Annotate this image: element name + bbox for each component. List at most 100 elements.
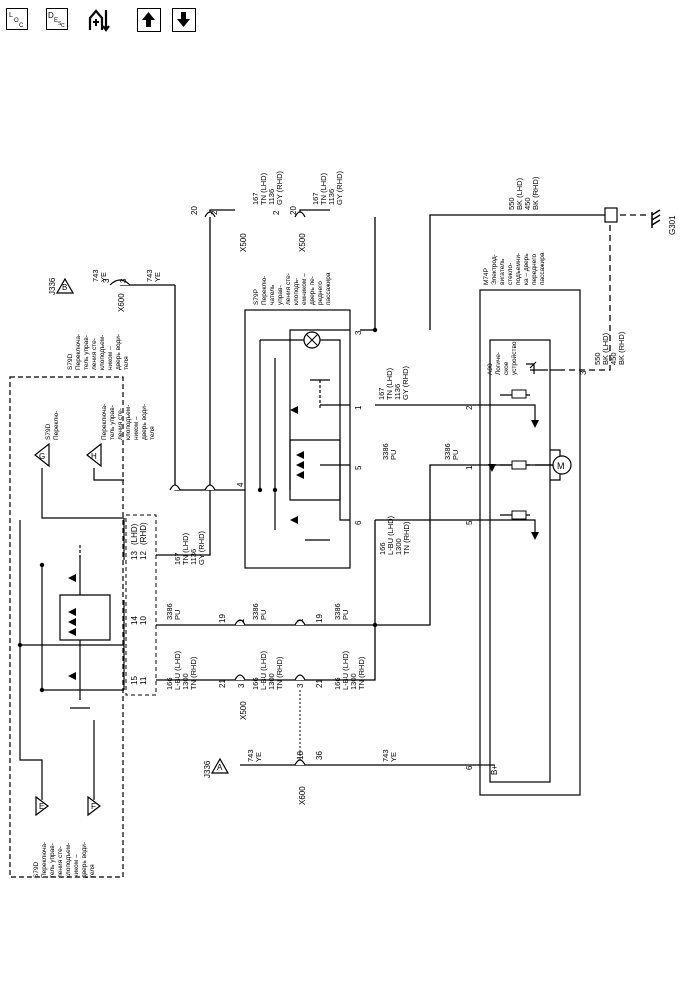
m74p-line: стекло-: [507, 263, 514, 285]
wire-lbu-lhd: L-BU (LHD): [259, 650, 268, 690]
splice-a: A J336: [203, 757, 230, 778]
s79d-bottom-line: Переключа-: [41, 842, 48, 878]
s79d-bottom-line: ления сте-: [57, 846, 64, 878]
arrow-up-button[interactable]: [137, 8, 161, 32]
wire-166: 166: [165, 677, 174, 690]
s79d-h-label: Переключа- тель управ- ления сте- клопод…: [101, 404, 156, 440]
pin-g-label: G: [39, 452, 45, 461]
pin-g: G: [34, 442, 50, 468]
wire-tn-rhd: TN (RHD): [275, 656, 284, 690]
s79d-bottom-line: теля: [89, 864, 96, 878]
s79d-bottom-line: дверь води-: [81, 842, 88, 878]
pin-12-rhd: (RHD): [139, 522, 148, 545]
desc-button[interactable]: D E S C: [46, 8, 68, 30]
s79p-label: S79P Переклю- чатель управ- ления сте- к…: [253, 272, 332, 305]
m74p-pin-3: 3: [579, 370, 588, 375]
x500-label-bottom: X500: [239, 701, 248, 720]
s79d-top-line: дверь води-: [115, 334, 122, 370]
ground-connector: [604, 207, 618, 223]
m74p-pin-numbers: 2 1 5 6 3: [465, 370, 588, 770]
s79p-line: чатель: [269, 284, 276, 305]
s79p-arrows: [290, 406, 304, 524]
desc-letter-c: C: [61, 23, 65, 28]
s79d-top-line: ником –: [107, 346, 114, 370]
wire-743: 743: [381, 749, 390, 762]
s79d-arrows: [68, 574, 76, 680]
wire-label-167-s79p: 167 TN (LHD) 1136 GY (RHD): [377, 365, 410, 400]
x500-pin-1: 1: [237, 618, 246, 623]
s79p-pin-4: 4: [236, 482, 245, 487]
wire-label-167-x600: 167 TN (LHD) 1136 GY (RHD): [311, 170, 344, 205]
wire-label-167-s79d: 167 TN (LHD) 1136 GY (RHD): [173, 530, 206, 565]
s79d-h-line: дверь води-: [141, 404, 148, 440]
a90-bplus: B+: [490, 765, 499, 775]
wire-bk-rhd: BK (RHD): [617, 331, 626, 365]
wire-1300: 1300: [349, 673, 358, 690]
s79d-top-label: S79D Переключа- тель управ- ления сте- к…: [67, 334, 130, 370]
pin-f: F: [87, 795, 101, 817]
ground-label: G301: [668, 215, 677, 235]
s79p-line: реднего: [317, 281, 324, 305]
wire-label-3386-x600: 3386 PU: [333, 603, 350, 620]
s79d-top-line: ления сте-: [91, 338, 98, 370]
connector-view-button[interactable]: [86, 6, 116, 34]
wire-labels: 167 TN (LHD) 1136 GY (RHD) 167 TN (LHD) …: [91, 170, 626, 762]
x600-pin-3: 3: [296, 683, 305, 688]
s79d-h-line: клоподъем-: [125, 405, 132, 440]
x500-pin-21: 21: [218, 679, 227, 688]
x600-pin-20: 20: [289, 206, 298, 215]
pin-14: 14: [130, 616, 139, 625]
pin-13-lhd: (LHD): [130, 523, 139, 545]
pin-h-label: H: [91, 452, 97, 461]
wire-1136: 1136: [327, 189, 336, 205]
m74p-pin-1: 1: [465, 465, 474, 470]
wire-label-743-b2: 743 YE: [145, 269, 162, 282]
x600-pin-19: 19: [315, 614, 324, 623]
loc-button[interactable]: L O C: [6, 8, 28, 30]
wire-bk-lhd: BK (LHD): [601, 332, 610, 365]
s79p-line: пассажира: [325, 272, 332, 305]
a90-id: A90: [487, 363, 494, 375]
wire-pu: PU: [259, 610, 268, 620]
wire-743: 743: [91, 269, 100, 282]
wire-166: 166: [333, 677, 342, 690]
x600-label-bottom: X600: [298, 786, 307, 805]
desc-icon: D E S C: [48, 11, 65, 29]
wire-1136: 1136: [393, 384, 402, 400]
s79d-connector-box: [125, 514, 157, 696]
wire-gy-rhd: GY (RHD): [275, 170, 284, 205]
wire-label-743-a: 743 YE: [246, 749, 263, 762]
x600-pin-21: 21: [315, 679, 324, 688]
a90-line: устройство: [510, 341, 518, 375]
wire-pu: PU: [173, 610, 182, 620]
wire-label-166-x600: 166 L-BU (LHD) 1300 TN (RHD): [333, 650, 366, 690]
s79d-pin-numbers: 13 (LHD) 12 (RHD) 14 10 15 11: [130, 522, 148, 685]
a90-resistors: [511, 389, 527, 520]
wire-tn-rhd: TN (RHD): [402, 521, 411, 555]
s79p-line: емником –: [301, 273, 308, 305]
pin-11: 11: [139, 676, 148, 685]
splice-b-label: B: [62, 283, 67, 292]
arrow-down-button[interactable]: [172, 8, 196, 32]
wire-167: 167: [377, 387, 386, 400]
s79d-junctions: [17, 562, 45, 693]
wire-tn-rhd: TN (RHD): [189, 656, 198, 690]
arrow-up-icon: [142, 12, 155, 27]
s79p-pin-1: 1: [354, 405, 363, 410]
x600-label-743: X600: [117, 293, 126, 312]
x500-label-top: X500: [239, 233, 248, 252]
s79p-line: дверь пе-: [309, 276, 316, 305]
m74p-id: M74P: [483, 268, 490, 285]
x600-pin-36: 36: [315, 751, 324, 760]
wire-tn-lhd: TN (LHD): [259, 172, 268, 205]
s79d-g-id: S79D: [45, 423, 52, 440]
wire-label-3386-m74p: 3386 PU: [443, 443, 460, 460]
loc-letter-l: L: [9, 12, 13, 19]
wire-3386: 3386: [381, 443, 390, 460]
pin-12: 12: [139, 551, 148, 560]
m74p-line: вигатель: [499, 258, 506, 285]
wire-tn-lhd: TN (LHD): [181, 532, 190, 565]
wire-pu: PU: [341, 610, 350, 620]
s79p-line: Переклю-: [261, 276, 268, 305]
wire-gy-rhd: GY (RHD): [401, 365, 410, 400]
